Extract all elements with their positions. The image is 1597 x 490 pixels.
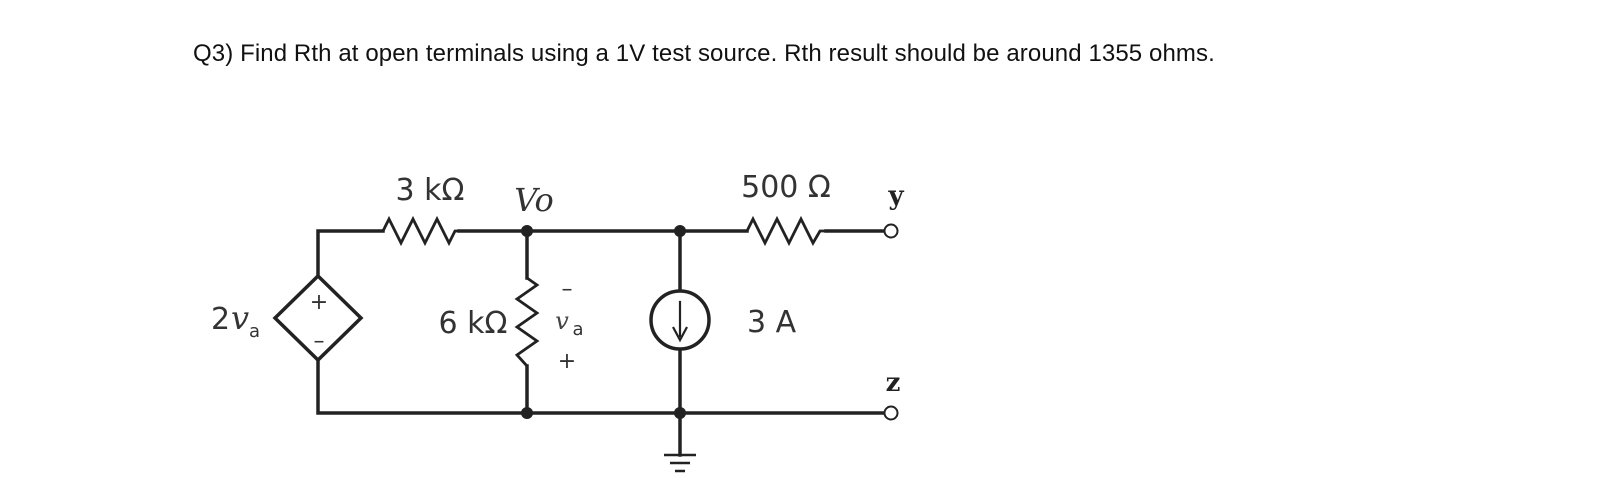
source-coef: 2 (211, 302, 230, 337)
wires (316, 229, 887, 457)
source-minus-sign: – (314, 329, 325, 354)
label-500: 500 Ω (741, 170, 831, 205)
node-vo-dot (521, 225, 533, 237)
label-6k: 6 kΩ (439, 306, 508, 341)
source-sub: a (249, 321, 260, 342)
node-top-right-dot (674, 225, 686, 237)
resistor-3k (381, 215, 459, 247)
label-terminal-z: z (886, 368, 901, 398)
va-plus-sign: + (558, 349, 576, 374)
node-bottom-right-dot (674, 407, 686, 419)
label-vo: Vo (514, 181, 553, 219)
resistor-500 (745, 215, 826, 247)
resistor-6k (514, 276, 540, 367)
label-terminal-y: y (887, 181, 904, 211)
current-source (649, 289, 711, 351)
node-bottom-mid-dot (521, 407, 533, 419)
ground-icon (664, 453, 696, 473)
va-minus-sign: – (562, 277, 573, 302)
source-plus-sign: + (310, 290, 328, 315)
va-sub: a (572, 319, 583, 340)
terminal-y (883, 223, 899, 239)
label-3k: 3 kΩ (396, 173, 465, 208)
arrow-head-icon (672, 326, 688, 343)
source-var: v (231, 299, 249, 337)
va-var: v (555, 307, 569, 335)
wire-bottom (316, 358, 887, 415)
wire-left-top (316, 229, 385, 278)
dependent-voltage-source: + – (272, 273, 364, 363)
va-label: – v a + (555, 277, 583, 374)
source-label: 2 v a (211, 299, 260, 342)
terminal-z (883, 405, 899, 421)
question-text: Q3) Find Rth at open terminals using a 1… (193, 40, 1215, 67)
label-current-source: 3 A (747, 305, 797, 340)
